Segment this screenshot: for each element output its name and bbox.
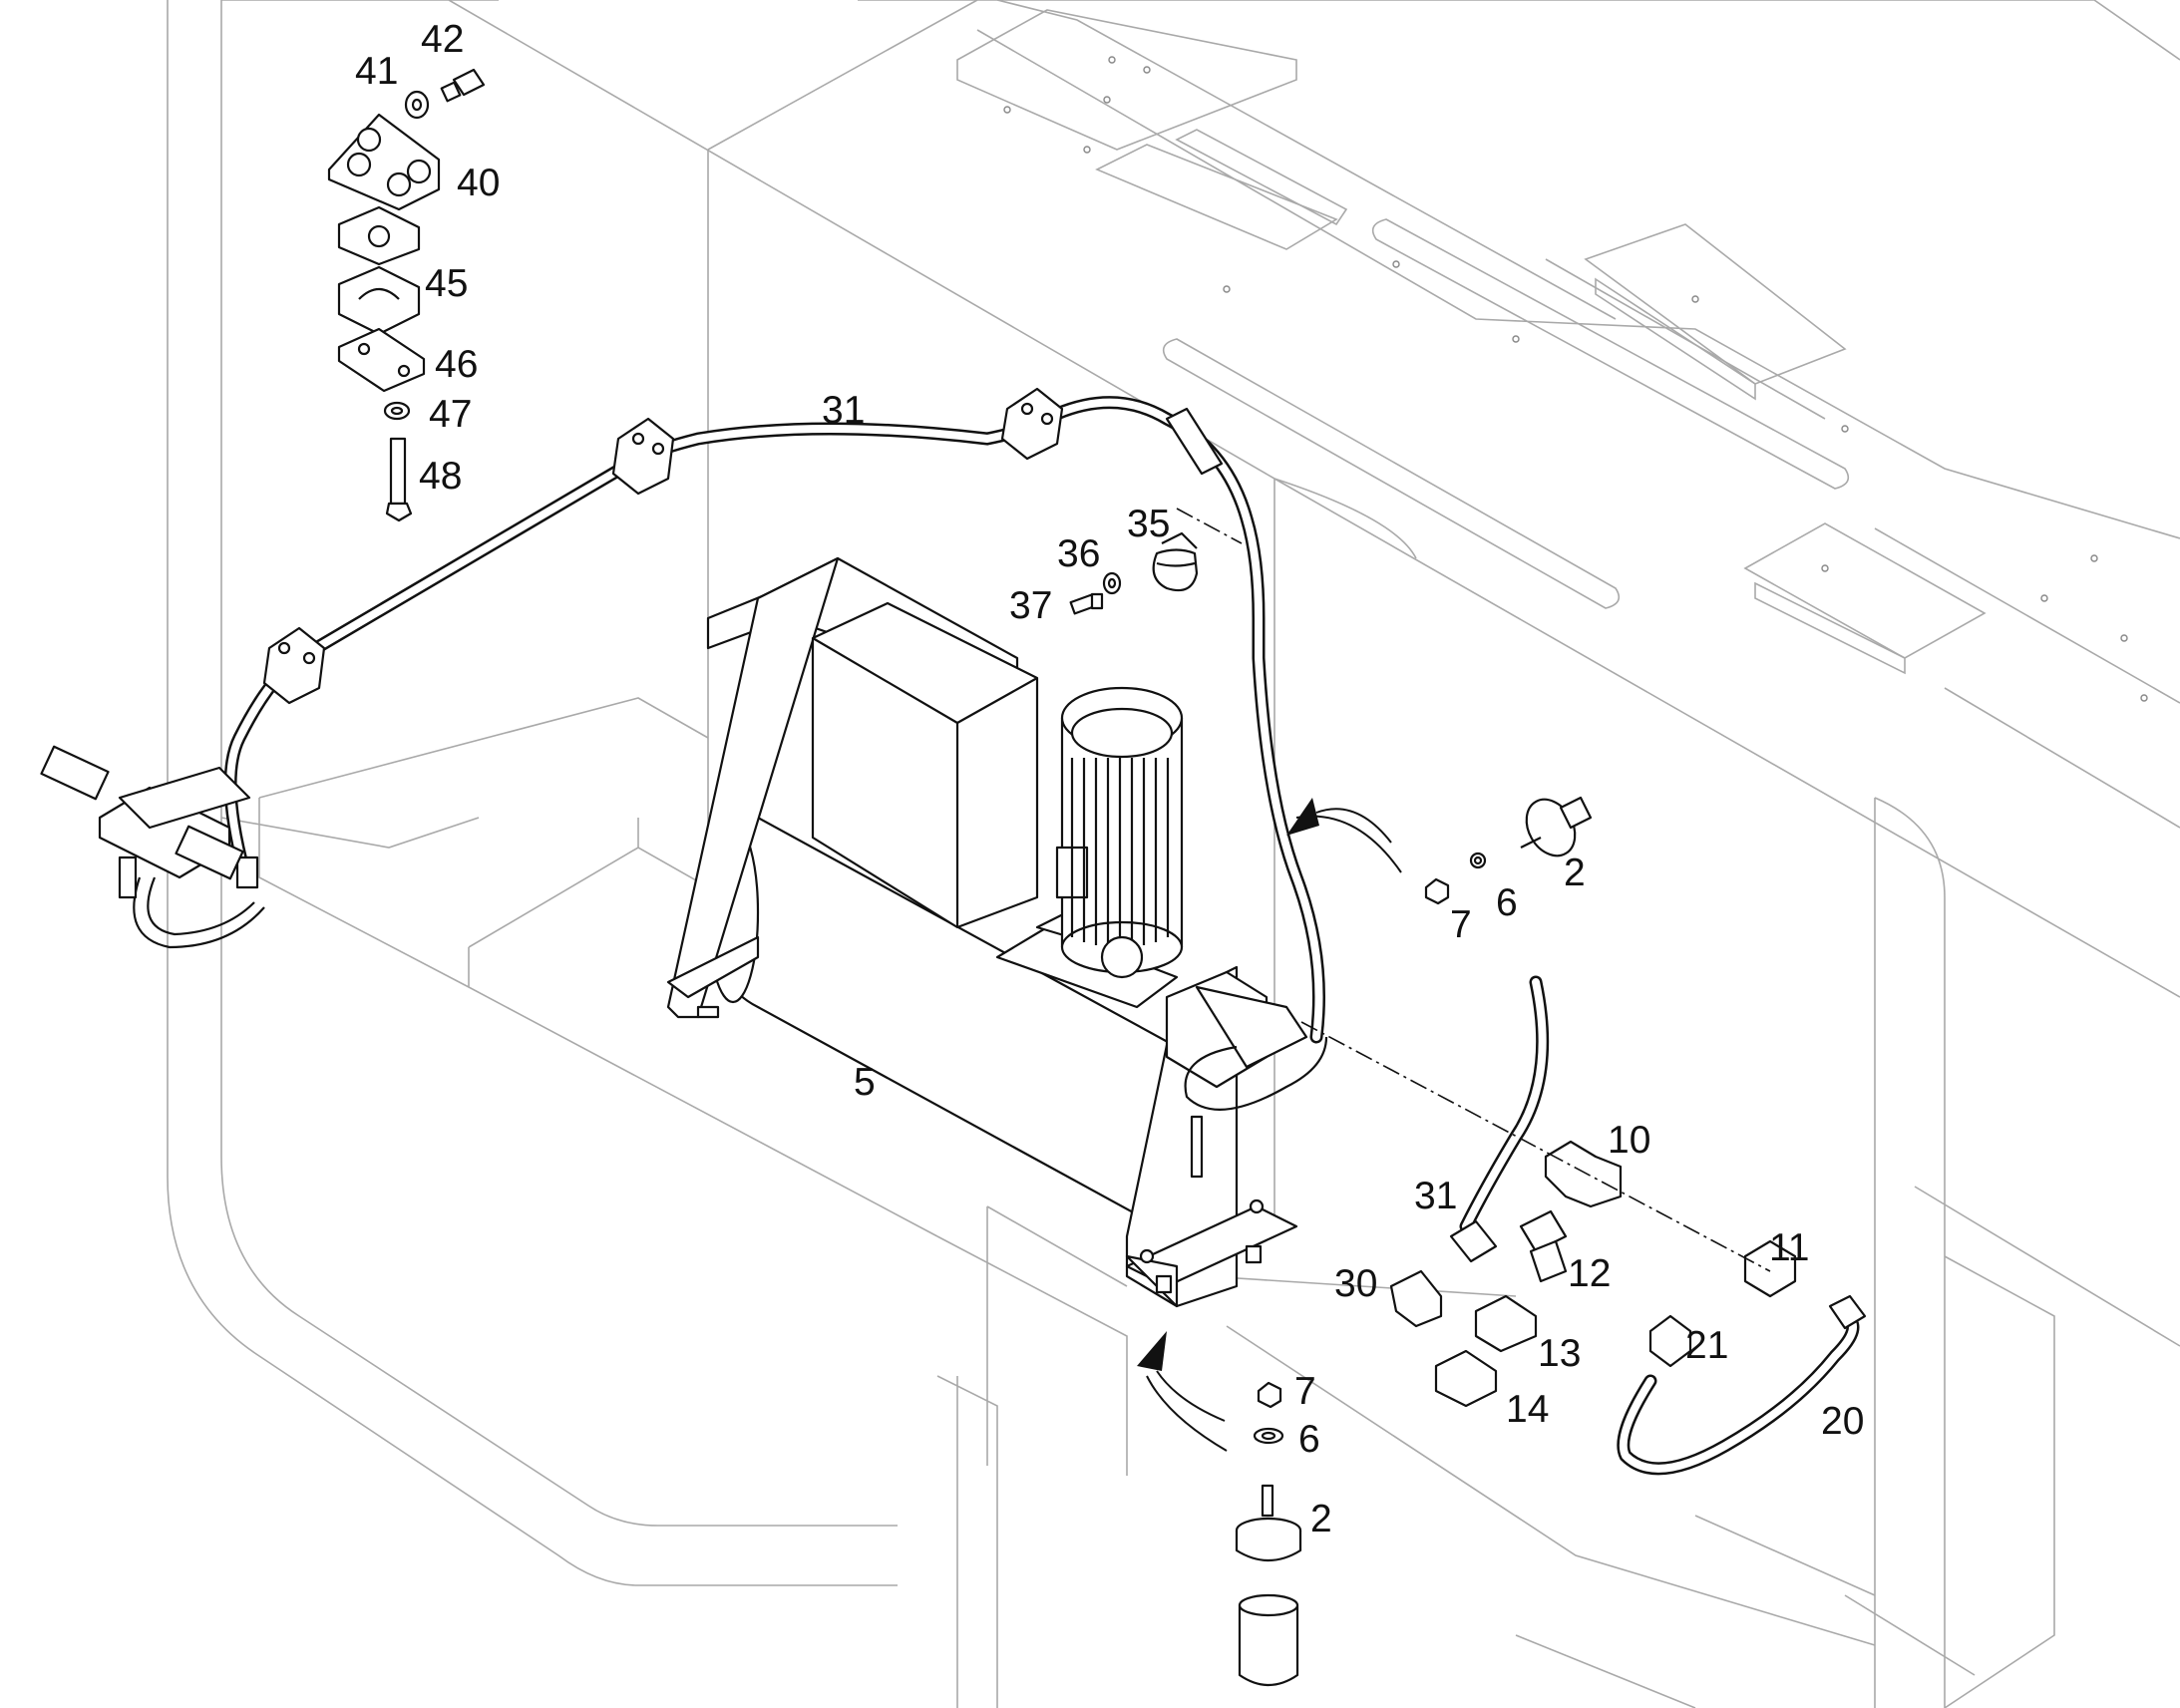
callout-10: 10 xyxy=(1608,1119,1650,1162)
callout-labels: 41 42 40 45 46 47 48 31 35 36 37 2 6 7 5… xyxy=(355,18,1864,1540)
callout-21: 21 xyxy=(1685,1324,1728,1367)
callout-35: 35 xyxy=(1127,503,1170,545)
machine-frame-structure xyxy=(167,0,2180,1708)
callout-6-lower: 6 xyxy=(1298,1418,1320,1461)
callout-11: 11 xyxy=(1769,1226,1810,1269)
hose-20 xyxy=(1617,1309,1860,1476)
callout-30: 30 xyxy=(1334,1262,1377,1305)
callout-37: 37 xyxy=(1009,584,1052,627)
assembly-centerlines xyxy=(1176,508,1771,1272)
vibration-isolator-upper xyxy=(1424,796,1593,905)
callout-12: 12 xyxy=(1568,1252,1611,1295)
callout-36: 36 xyxy=(1057,532,1100,575)
callout-31-upper: 31 xyxy=(822,389,865,432)
washer-36 xyxy=(1102,571,1122,595)
callout-7-lower: 7 xyxy=(1294,1370,1316,1413)
callout-13: 13 xyxy=(1538,1332,1581,1375)
callout-45: 45 xyxy=(425,262,468,305)
callout-7-upper: 7 xyxy=(1450,903,1472,946)
callout-46: 46 xyxy=(435,343,478,386)
installation-arrow-upper xyxy=(1286,798,1402,873)
callout-20: 20 xyxy=(1821,1400,1864,1443)
hydraulic-power-unit xyxy=(666,556,1328,1308)
vibration-isolator-lower xyxy=(1235,1381,1302,1686)
callout-2-lower: 2 xyxy=(1310,1498,1332,1540)
p-clamp-35 xyxy=(1152,531,1199,592)
callout-5: 5 xyxy=(854,1061,876,1104)
hose-31-vertical xyxy=(1459,975,1550,1233)
callout-47: 47 xyxy=(429,393,472,436)
callout-48: 48 xyxy=(419,455,462,498)
screw-37 xyxy=(1069,592,1104,615)
callout-14: 14 xyxy=(1506,1388,1549,1431)
callout-42: 42 xyxy=(421,18,464,61)
callout-41: 41 xyxy=(355,50,398,93)
clamp-kit-exploded xyxy=(327,68,486,522)
left-manifold-block xyxy=(40,745,265,949)
callout-6-upper: 6 xyxy=(1496,881,1518,924)
hose-clamp-assemblies xyxy=(235,387,1224,889)
callout-2-upper: 2 xyxy=(1564,852,1586,894)
callout-40: 40 xyxy=(457,162,500,204)
installation-arrow-lower xyxy=(1137,1331,1228,1452)
callout-31-lower: 31 xyxy=(1414,1175,1457,1217)
hose-fittings xyxy=(1389,1140,1867,1408)
